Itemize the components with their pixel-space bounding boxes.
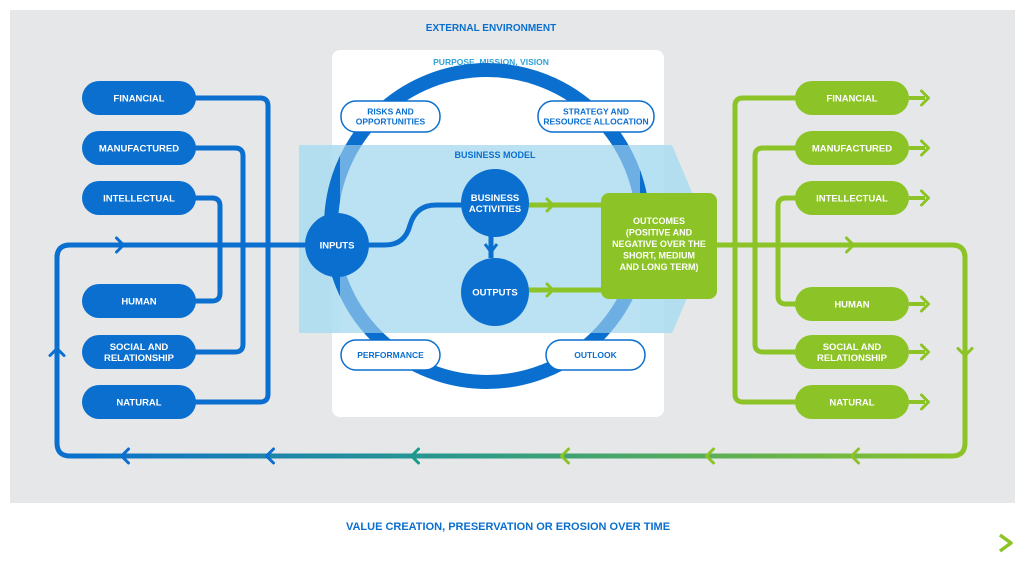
return-arrow-icon: [120, 447, 130, 465]
purpose-label: PURPOSE, MISSION, VISION: [433, 57, 549, 67]
flow-arrow-icon: [545, 282, 555, 298]
return-arrow-icon: [705, 447, 715, 465]
return-loop-right-segment: [715, 242, 968, 443]
business-activities-label: ACTIVITIES: [469, 204, 521, 215]
outcomes-label: OUTCOMES: [633, 216, 685, 226]
output-capital-pill-shape: [795, 81, 909, 115]
return-arrow-up-icon: [48, 347, 66, 357]
input-capital-label: MANUFACTURED: [99, 143, 179, 154]
risks-opportunities-pill-label: RISKS AND: [367, 106, 413, 116]
input-capital-pill: FINANCIAL: [82, 81, 196, 115]
output-capital-pill-shape: [795, 131, 909, 165]
input-capital-pill-shape: [82, 131, 196, 165]
risks-opportunities-pill: [340, 100, 441, 133]
input-capital-pill: MANUFACTURED: [82, 131, 196, 165]
flow-down-arrow-icon: [483, 243, 499, 255]
output-capital-pill: MANUFACTURED: [795, 131, 930, 165]
output-capital-label: MANUFACTURED: [812, 143, 892, 154]
strategy-resource-pill: [537, 100, 655, 133]
loop-arrow-icon: [115, 236, 125, 254]
capital-input-rail: [190, 95, 271, 405]
outlook-pill: [545, 339, 646, 371]
capital-output-rail: [775, 195, 800, 307]
output-capital-pill: NATURAL: [795, 385, 930, 419]
outputs-node: [461, 258, 529, 326]
loop-arrow-icon: [845, 236, 855, 254]
timeline-arrow-head-icon: [998, 533, 1013, 553]
governance-label: GOVERNANCE: [461, 81, 529, 92]
strategy-resource-pill-label: RESOURCE ALLOCATION: [543, 116, 648, 126]
capital-input-rail: [190, 145, 246, 355]
input-capital-pill-shape: [82, 181, 196, 215]
return-arrow-icon: [560, 447, 570, 465]
inputs-label: INPUTS: [320, 240, 355, 251]
outcomes-box: [601, 193, 717, 299]
output-capital-label: HUMAN: [834, 299, 869, 310]
performance-pill: [340, 339, 441, 371]
output-capital-pill: FINANCIAL: [795, 81, 930, 115]
business-activities-node: [461, 169, 529, 237]
output-arrow-icon: [920, 139, 930, 157]
outcomes-label: AND LONG TERM): [620, 262, 699, 272]
output-arrow-icon: [920, 89, 930, 107]
business-activities-label: BUSINESS: [471, 193, 520, 204]
return-arrow-icon: [265, 447, 275, 465]
output-capital-pill: INTELLECTUAL: [795, 181, 930, 215]
outcomes-label: NEGATIVE OVER THE: [612, 239, 706, 249]
output-arrow-icon: [920, 343, 930, 361]
output-capital-label: NATURAL: [829, 397, 874, 408]
outputs-label: OUTPUTS: [472, 287, 517, 298]
input-capital-label: FINANCIAL: [113, 93, 164, 104]
output-capital-pill-shape: [795, 181, 909, 215]
outcomes-label: SHORT, MEDIUM: [623, 251, 695, 261]
external-environment-label: EXTERNAL ENVIRONMENT: [426, 23, 556, 34]
performance-pill-label: PERFORMANCE: [357, 350, 424, 360]
timeline-label: VALUE CREATION, PRESERVATION OR EROSION …: [346, 521, 670, 533]
output-capital-label: SOCIAL AND: [823, 342, 882, 353]
input-capital-pill-shape: [82, 81, 196, 115]
input-capital-pill-shape: [82, 335, 196, 369]
return-loop-left-segment: [54, 242, 310, 443]
input-capital-label: NATURAL: [116, 397, 161, 408]
output-arrow-icon: [920, 189, 930, 207]
output-arrow-icon: [920, 295, 930, 313]
input-capital-pill: NATURAL: [82, 385, 196, 419]
return-arrow-icon: [850, 447, 860, 465]
strategy-resource-pill-label: STRATEGY AND: [563, 106, 629, 116]
output-capital-label: INTELLECTUAL: [816, 193, 888, 204]
output-capital-pill-shape: [795, 385, 909, 419]
business-model-label: BUSINESS MODEL: [454, 150, 536, 160]
capital-input-rail: [190, 195, 223, 304]
input-capital-pill-shape: [82, 385, 196, 419]
input-capital-label: SOCIAL AND: [110, 342, 169, 353]
capital-output-rail: [752, 145, 800, 355]
outcomes-label: (POSITIVE AND: [626, 228, 693, 238]
capital-output-rail: [732, 95, 800, 405]
output-capital-pill: HUMAN: [795, 287, 930, 321]
inputs-to-activities-flow: [338, 202, 462, 248]
output-capital-label: FINANCIAL: [826, 93, 877, 104]
output-capital-pill-shape: [795, 287, 909, 321]
input-capital-pill: INTELLECTUAL: [82, 181, 196, 215]
input-capital-pill-shape: [82, 284, 196, 318]
output-arrow-icon: [920, 393, 930, 411]
input-capital-label: RELATIONSHIP: [104, 353, 175, 364]
output-capital-label: RELATIONSHIP: [817, 353, 888, 364]
input-capital-pill: HUMAN: [82, 284, 196, 318]
risks-opportunities-pill-label: OPPORTUNITIES: [356, 116, 426, 126]
input-capital-label: HUMAN: [121, 296, 156, 307]
inputs-node: [305, 213, 369, 277]
outlook-pill-label: OUTLOOK: [574, 350, 617, 360]
return-arrow-icon: [410, 447, 420, 465]
flow-arrow-icon: [545, 197, 555, 213]
return-arrow-down-icon: [956, 347, 974, 357]
input-capital-label: INTELLECTUAL: [103, 193, 175, 204]
output-capital-pill-shape: [795, 335, 909, 369]
